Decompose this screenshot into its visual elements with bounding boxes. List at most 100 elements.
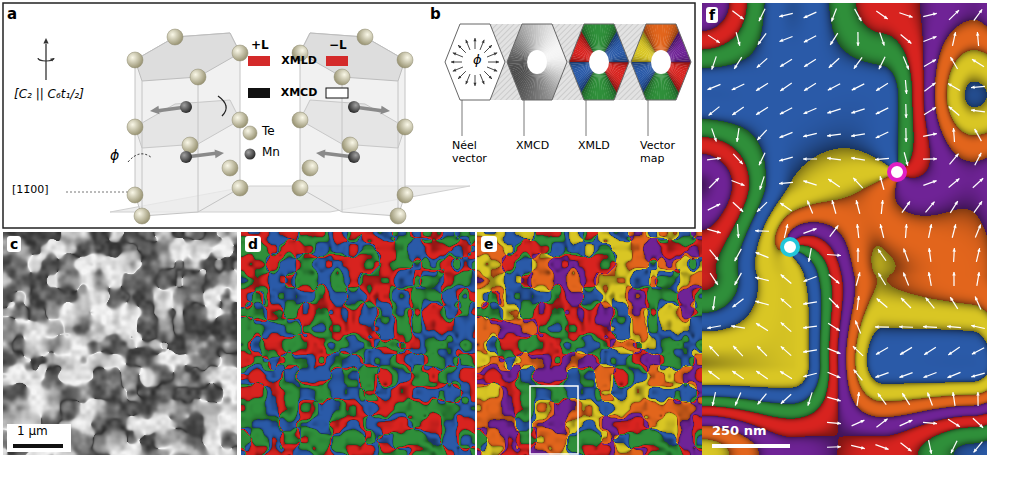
arrow-head: [977, 272, 980, 276]
arrow-head: [711, 66, 714, 70]
arrow-head: [473, 83, 476, 86]
arrow-head: [932, 83, 936, 87]
arrow-head: [780, 63, 784, 66]
arrow-head: [756, 323, 760, 326]
arrow-head: [733, 346, 737, 350]
arrow-head: [933, 422, 937, 425]
arrow-head: [923, 325, 927, 328]
arrow-head: [853, 346, 857, 350]
arrow-head: [813, 228, 817, 231]
arrow-head: [458, 45, 461, 48]
arrow-head: [803, 326, 807, 329]
arrow-head: [150, 106, 159, 115]
arrow-head: [828, 87, 832, 90]
arrow-head: [905, 224, 908, 228]
arrow-head: [904, 114, 907, 118]
arrow-head: [948, 351, 952, 354]
arrow-head: [807, 201, 810, 205]
arrow-head: [715, 257, 719, 261]
arrow-head: [781, 298, 785, 302]
arrow-head: [931, 202, 935, 206]
arrow-head: [929, 450, 932, 454]
arrow-head: [755, 229, 759, 232]
arrow-head: [780, 203, 784, 206]
arrow-head: [779, 182, 783, 185]
arrow-head: [856, 224, 859, 228]
arrow-head: [924, 351, 928, 354]
arrow-head: [804, 63, 808, 66]
arrow-head: [717, 157, 721, 160]
arrow-head: [712, 402, 715, 406]
arrow-head: [899, 375, 903, 378]
arrow-head: [952, 392, 955, 396]
arrow-head: [851, 157, 855, 160]
arrow-head: [756, 111, 760, 114]
crystal-structure: [127, 29, 248, 224]
arrow-head: [756, 371, 760, 374]
arrow-head: [948, 83, 952, 86]
arrow-head: [736, 138, 739, 142]
arrow-head: [877, 298, 881, 302]
arrow-head: [979, 201, 983, 205]
arrow-head: [215, 150, 224, 159]
arrow-head: [781, 274, 785, 278]
arrow-head: [903, 273, 906, 277]
arrow-head: [451, 60, 454, 63]
atom-label: Te: [262, 125, 275, 139]
xmcd-image: [3, 232, 237, 455]
rotation-arrow: [218, 96, 226, 116]
arrow-head: [494, 69, 497, 72]
arrow-head: [949, 106, 953, 110]
angle-arc: [128, 154, 152, 162]
arrow-head: [757, 208, 761, 212]
arrow-head: [453, 53, 456, 56]
arrow-head: [971, 109, 975, 112]
arrow-head: [975, 297, 978, 301]
arrow-head: [732, 304, 736, 308]
arrow-head: [758, 401, 762, 405]
arrow-head: [932, 59, 936, 62]
arrow-head: [879, 65, 882, 69]
arrow-head: [908, 420, 912, 423]
arrow-head: [804, 39, 808, 42]
scale-label: 250 nm: [712, 424, 766, 439]
arrow-head: [853, 178, 857, 182]
arrow-head: [757, 64, 761, 68]
arrow-head: [955, 10, 959, 14]
arrow-head: [854, 370, 858, 374]
arrow-head: [803, 374, 807, 377]
arrow-head: [928, 272, 931, 276]
arrow-head: [779, 135, 783, 138]
arrow-head: [482, 40, 485, 43]
step-label: XMLD: [578, 140, 610, 153]
contrast-label: XMLD: [272, 55, 326, 68]
arrow-head: [779, 14, 783, 17]
scale-bar: [13, 444, 63, 448]
arrow-head: [803, 157, 807, 160]
arrow-head: [851, 134, 855, 137]
panel-letter: f: [706, 7, 718, 23]
arrow-head: [494, 53, 497, 56]
leader-line: [524, 100, 525, 136]
axis-line: [66, 192, 128, 193]
contrast-swatch: [248, 88, 270, 98]
arrow-head: [458, 76, 461, 79]
arrow-head: [708, 371, 712, 375]
arrow-head: [758, 41, 762, 45]
arrow-head: [489, 45, 492, 48]
panel-letter: a: [7, 6, 17, 23]
step-label: Néel vector: [452, 140, 498, 165]
arrow-head: [884, 419, 888, 423]
arrow-head: [953, 224, 956, 228]
arrow-head: [976, 392, 979, 396]
arrow-head: [804, 111, 808, 114]
arrow-head: [903, 248, 906, 252]
hexagon-map: [445, 24, 505, 100]
arrow-head: [972, 59, 976, 62]
arrow-head: [756, 252, 760, 255]
arrow-head: [952, 272, 955, 276]
arrow-head: [884, 16, 888, 20]
arrow-head: [952, 248, 955, 252]
arrow-head: [979, 9, 983, 13]
